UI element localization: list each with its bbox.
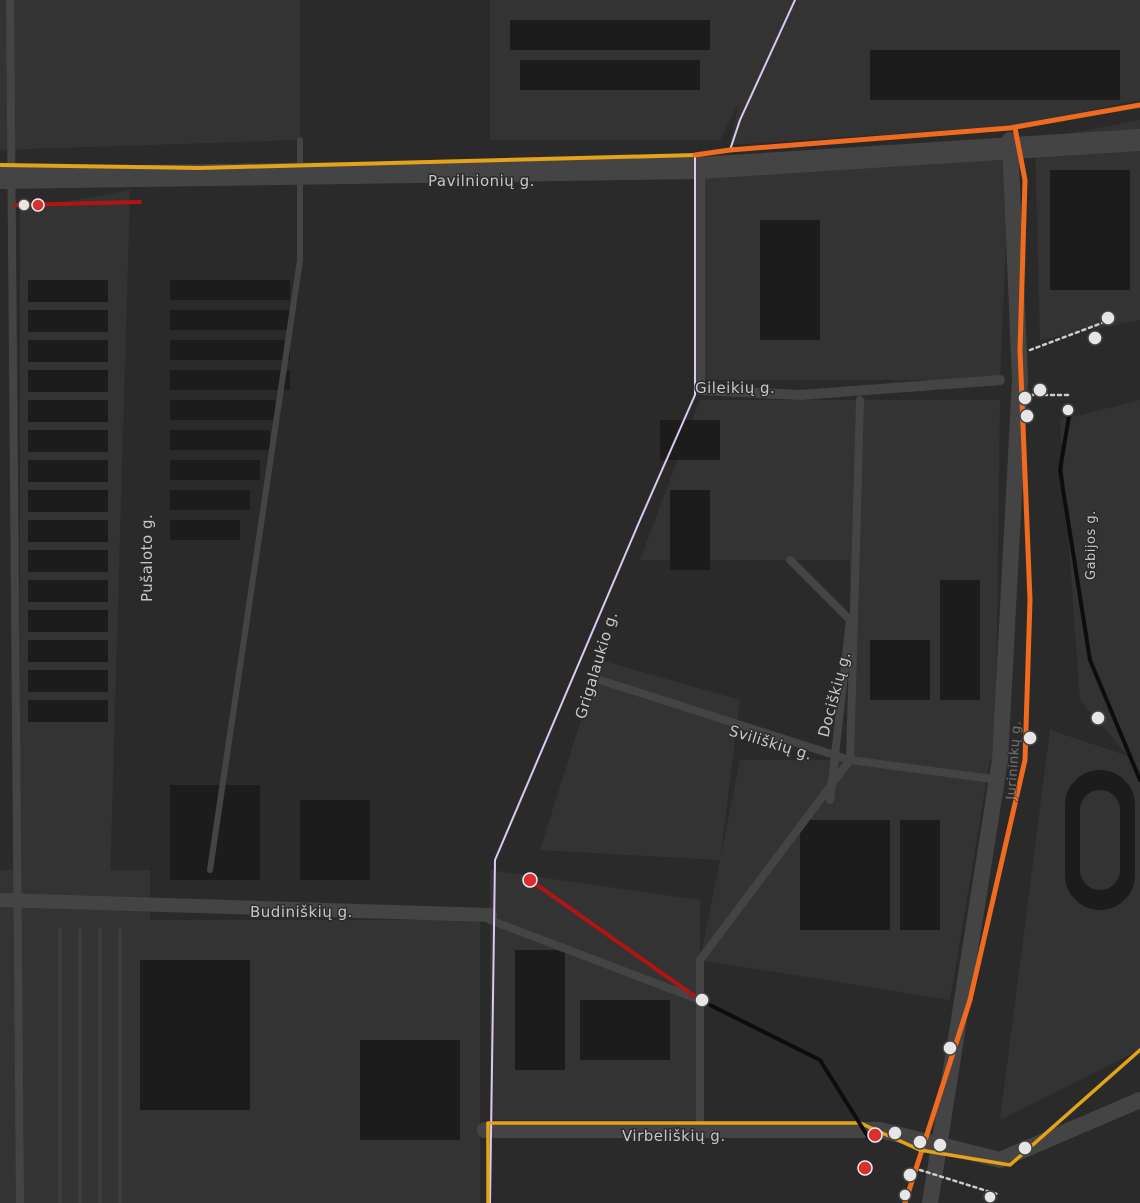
bus-stop-icon[interactable] bbox=[1017, 390, 1033, 406]
bus-stop-icon[interactable] bbox=[1100, 310, 1116, 326]
label-pavilnioniu: Pavilnionių g. bbox=[428, 172, 535, 190]
transit-stops[interactable] bbox=[17, 198, 1116, 1203]
bus-stop-icon[interactable] bbox=[942, 1040, 958, 1056]
alert-stop-icon[interactable] bbox=[867, 1127, 883, 1143]
label-gileikiu: Gileikių g. bbox=[695, 379, 775, 397]
bus-stop-icon[interactable] bbox=[694, 992, 710, 1008]
buildings bbox=[28, 20, 1130, 1140]
alert-stop-icon[interactable] bbox=[857, 1160, 873, 1176]
bus-stop-icon[interactable] bbox=[1019, 408, 1035, 424]
route-black bbox=[698, 408, 1140, 1142]
label-budiniskiu: Budiniškių g. bbox=[250, 903, 353, 921]
bus-stop-icon[interactable] bbox=[1090, 710, 1106, 726]
bus-stop-icon[interactable] bbox=[912, 1134, 928, 1150]
label-gabijos: Gabijos g. bbox=[1084, 510, 1099, 580]
route-orange bbox=[692, 102, 1140, 1203]
label-jurininku: Jurininkų g. bbox=[1004, 720, 1025, 801]
route-yellow bbox=[0, 153, 697, 170]
bus-stop-icon[interactable] bbox=[932, 1137, 948, 1153]
alert-stop-icon[interactable] bbox=[522, 872, 538, 888]
bus-stop-icon[interactable] bbox=[1087, 330, 1103, 346]
bus-stop-icon[interactable] bbox=[17, 198, 31, 212]
bus-stop-icon[interactable] bbox=[1017, 1140, 1033, 1156]
bus-stop-icon[interactable] bbox=[1061, 403, 1075, 417]
bus-stop-icon[interactable] bbox=[898, 1188, 912, 1202]
alert-stop-icon[interactable] bbox=[31, 198, 45, 212]
stadium bbox=[1065, 770, 1135, 910]
bus-stop-icon[interactable] bbox=[983, 1190, 997, 1203]
bus-stop-icon[interactable] bbox=[1032, 382, 1048, 398]
label-pusaloto: Pušaloto g. bbox=[138, 514, 156, 602]
bus-stop-icon[interactable] bbox=[1022, 730, 1038, 746]
label-virbeliskiu: Virbeliškių g. bbox=[622, 1127, 726, 1145]
bus-stop-icon[interactable] bbox=[902, 1167, 918, 1183]
route-lilac bbox=[489, 0, 796, 1203]
bus-stop-icon[interactable] bbox=[887, 1125, 903, 1141]
